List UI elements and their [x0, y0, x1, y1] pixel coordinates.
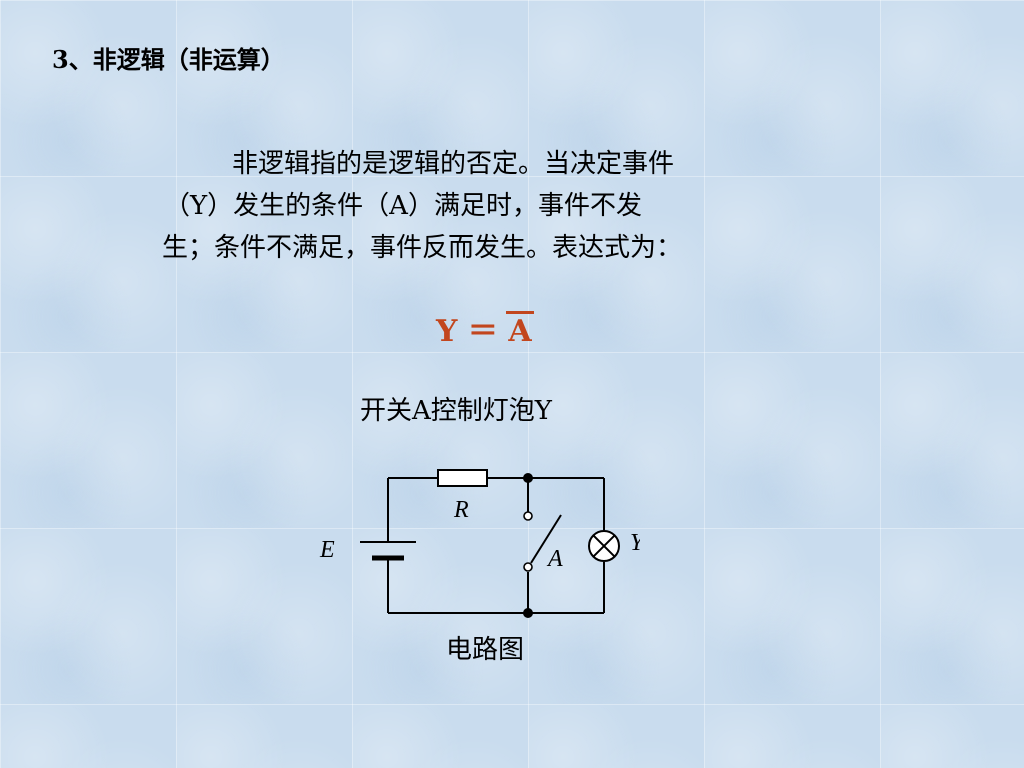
circuit-title: 开关A控制灯泡Y [360, 396, 552, 426]
junction-bottom-icon [523, 608, 533, 618]
paragraph-line-1: 非逻辑指的是逻辑的否定。当决定事件 [232, 149, 675, 179]
resistor-label: R [453, 497, 469, 523]
battery-icon [360, 538, 416, 562]
definition-paragraph: 非逻辑指的是逻辑的否定。当决定事件 （Y）发生的条件（A）满足时，事件不发 生；… [162, 143, 842, 269]
switch-contact-bottom-icon [523, 562, 533, 572]
source-label: E [319, 537, 335, 563]
formula-equals: ＝ [467, 314, 498, 349]
circuit-diagram: R E A Y [319, 469, 640, 618]
not-formula: Y ＝ A [436, 309, 534, 355]
paragraph-line-2: （Y）发生的条件（A）满足时，事件不发 [164, 191, 642, 221]
switch-contact-top-icon [523, 511, 533, 521]
circuit-caption: 电路图 [446, 635, 525, 665]
lamp-label: Y [630, 530, 640, 556]
resistor-icon [437, 469, 488, 487]
slide-title: 3、非逻辑（非运算） [52, 45, 285, 74]
junction-top-icon [523, 473, 533, 483]
paragraph-line-3: 生；条件不满足，事件反而发生。表达式为： [162, 233, 683, 263]
formula-lhs: Y [436, 314, 458, 349]
circuit-wires [387, 477, 605, 614]
formula-rhs-negated: A [506, 309, 534, 355]
lamp-icon [588, 530, 620, 562]
switch-label: A [546, 546, 563, 572]
